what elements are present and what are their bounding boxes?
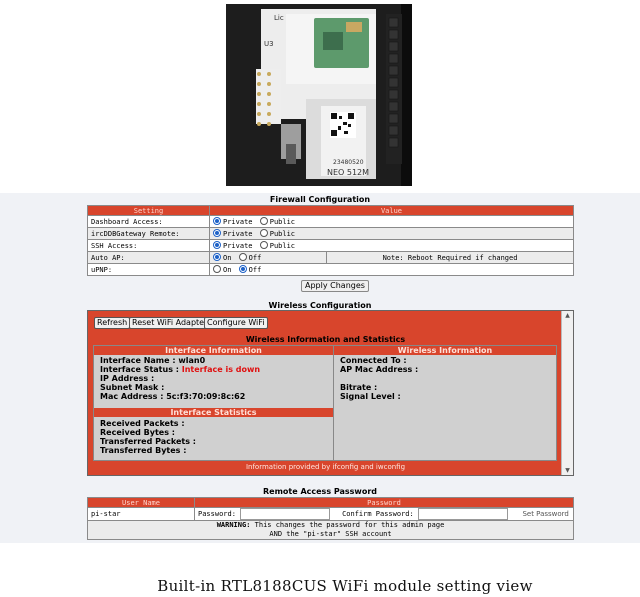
- radio-label: On: [223, 254, 232, 262]
- password-label: Password:: [198, 510, 236, 518]
- row-label: uPNP:: [87, 263, 210, 276]
- col-username: User Name: [87, 497, 195, 508]
- firewall-row-upnp: uPNP: On Off: [87, 263, 574, 276]
- image-caption: Built-in RTL8188CUS WiFi module setting …: [157, 577, 533, 595]
- radio-label: Public: [269, 242, 296, 250]
- configure-wifi-button[interactable]: Configure WiFi: [204, 317, 268, 329]
- reset-wifi-button[interactable]: Reset WiFi Adapter: [129, 317, 211, 329]
- radio-label: Public: [269, 218, 296, 226]
- module-name: NEO 512M: [327, 168, 369, 177]
- iface-name-row: Interface Name : wlan0: [100, 356, 205, 365]
- username-value: pi-star: [87, 507, 195, 521]
- radio-label: On: [223, 266, 232, 274]
- radio-label: Off: [248, 266, 262, 274]
- interface-info-header: Interface Information: [94, 346, 333, 355]
- radio-label: Public: [269, 230, 296, 238]
- col-setting: Setting: [87, 205, 210, 216]
- connected-to-label: Connected To :: [340, 356, 407, 365]
- iface-status-value: Interface is down: [181, 365, 261, 374]
- radio-private[interactable]: [213, 241, 221, 249]
- rx-bytes-label: Received Bytes :: [100, 428, 175, 437]
- refresh-button[interactable]: Refresh: [94, 317, 131, 329]
- module-code: 23480520: [333, 159, 364, 166]
- wireless-title: Wireless Configuration: [268, 301, 372, 310]
- radio-public[interactable]: [259, 241, 268, 249]
- iface-name-label: Interface Name :: [100, 356, 176, 365]
- radio-on[interactable]: [213, 253, 221, 261]
- password-input[interactable]: [240, 508, 331, 520]
- radio-private[interactable]: [213, 229, 221, 237]
- interface-stats-header: Interface Statistics: [94, 408, 333, 417]
- apply-changes-button[interactable]: Apply Changes: [301, 280, 369, 292]
- firewall-row-dashboard: Dashboard Access: Private Public: [87, 215, 574, 228]
- chip-label: U3: [264, 40, 274, 48]
- interface-column: Interface Information Interface Name : w…: [93, 345, 334, 461]
- password-table: User Name Password pi-star Password: Con…: [87, 497, 575, 540]
- radio-public[interactable]: [259, 229, 268, 237]
- radio-public[interactable]: [259, 217, 268, 225]
- board-illustration: U3 Lic 23480520 NEO 512M: [226, 4, 412, 186]
- scroll-up-icon[interactable]: ▲: [565, 312, 570, 319]
- wifi-info-header: Wireless Information: [334, 346, 556, 355]
- radio-label: Private: [223, 218, 253, 226]
- ap-mac-label: AP Mac Address :: [340, 365, 419, 374]
- radio-on[interactable]: [213, 265, 221, 273]
- mac-value: 5c:f3:70:09:8c:62: [166, 392, 246, 401]
- row-label: Auto AP:: [87, 251, 210, 264]
- info-source-note: Information provided by ifconfig and iwc…: [245, 463, 406, 471]
- radio-label: Off: [248, 254, 262, 262]
- signal-level-label: Signal Level :: [340, 392, 401, 401]
- col-password: Password: [194, 497, 574, 508]
- reboot-note: Note: Reboot Required if changed: [326, 251, 574, 264]
- warning-row: WARNING: This changes the password for t…: [87, 520, 574, 540]
- wireless-info-title: Wireless Information and Statistics: [245, 335, 406, 344]
- row-label: Dashboard Access:: [87, 215, 210, 228]
- iface-status-row: Interface Status : Interface is down: [100, 365, 260, 374]
- warning-line2: AND the "pi-star" SSH account: [269, 530, 392, 538]
- mac-row: Mac Address : 5c:f3:70:09:8c:62: [100, 392, 245, 401]
- confirm-password-input[interactable]: [417, 508, 508, 520]
- row-label: ircDDBGateway Remote:: [87, 227, 210, 240]
- warning-bold: WARNING:: [216, 521, 251, 529]
- bitrate-label: Bitrate :: [340, 383, 378, 392]
- scroll-down-icon[interactable]: ▼: [565, 467, 570, 474]
- firewall-row-ssh: SSH Access: Private Public: [87, 239, 574, 252]
- chip-label: Lic: [274, 14, 284, 22]
- firewall-title: Firewall Configuration: [269, 195, 371, 204]
- mac-label: Mac Address :: [100, 392, 164, 401]
- wireless-frame: Refresh Reset WiFi Adapter Configure WiF…: [87, 310, 574, 476]
- radio-label: Private: [223, 242, 253, 250]
- scrollbar[interactable]: ▲ ▼: [561, 311, 573, 475]
- radio-private[interactable]: [213, 217, 221, 225]
- wifi-info-column: Wireless Information Connected To : AP M…: [333, 345, 557, 461]
- password-row: pi-star Password: Confirm Password: Set …: [87, 507, 575, 521]
- remote-title: Remote Access Password: [263, 487, 377, 496]
- radio-off[interactable]: [238, 253, 247, 261]
- warning-text: This changes the password for this admin…: [250, 521, 445, 529]
- tx-packets-label: Transferred Packets :: [100, 437, 197, 446]
- firewall-table: Setting Value Dashboard Access: Private …: [87, 205, 574, 276]
- radio-label: Private: [223, 230, 253, 238]
- col-value: Value: [209, 205, 574, 216]
- confirm-password-label: Confirm Password:: [342, 510, 414, 518]
- firewall-row-ircddb: ircDDBGateway Remote: Private Public: [87, 227, 574, 240]
- firewall-row-autoap: Auto AP: On Off Note: Reboot Required if…: [87, 251, 574, 264]
- hardware-photo: U3 Lic 23480520 NEO 512M: [226, 4, 412, 186]
- tx-bytes-label: Transferred Bytes :: [100, 446, 187, 455]
- ip-address-label: IP Address :: [100, 374, 155, 383]
- subnet-mask-label: Subnet Mask :: [100, 383, 165, 392]
- rx-packets-label: Received Packets :: [100, 419, 185, 428]
- set-password-button[interactable]: Set Password: [518, 507, 575, 521]
- radio-off[interactable]: [238, 265, 247, 273]
- row-label: SSH Access:: [87, 239, 210, 252]
- iface-name-value: wlan0: [178, 356, 206, 365]
- iface-status-label: Interface Status :: [100, 365, 179, 374]
